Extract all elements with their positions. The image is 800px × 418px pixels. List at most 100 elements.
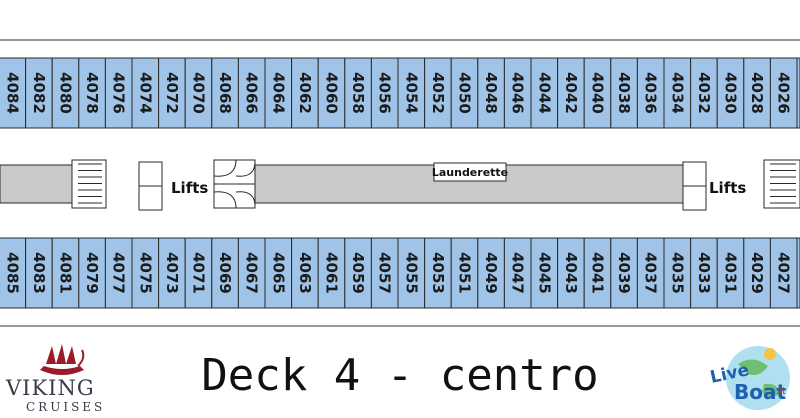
cabin-box — [583, 237, 612, 309]
cabin-number: 4059 — [349, 252, 367, 294]
cabin-number: 4026 — [775, 72, 793, 114]
cabin-4047: 4047 — [503, 237, 532, 309]
lift-shaft-right-icon — [682, 161, 707, 211]
cabin-box — [716, 57, 745, 129]
cabin-number: 4047 — [509, 252, 527, 294]
cabin-number: 4067 — [243, 252, 261, 294]
cabin-4077: 4077 — [104, 237, 133, 309]
cabin-box — [610, 237, 638, 309]
cabin-box — [291, 57, 319, 129]
deck-title: Deck 4 - centro — [201, 350, 599, 401]
cabin-4030: 4030 — [716, 57, 745, 129]
cabin-number: 4039 — [615, 252, 633, 294]
cabin-box — [0, 57, 27, 129]
cabin-box — [530, 237, 559, 309]
cabin-box — [743, 57, 771, 129]
cabin-number: 4062 — [296, 72, 314, 114]
cabin-number: 4030 — [722, 72, 740, 114]
cabin-4065: 4065 — [264, 237, 293, 309]
cabin-4044: 4044 — [530, 57, 559, 129]
cabin-number: 4082 — [30, 72, 48, 114]
cabin-4052: 4052 — [424, 57, 452, 129]
cabin-4054: 4054 — [397, 57, 426, 129]
cabin-4041: 4041 — [583, 237, 612, 309]
cabin-box — [663, 237, 692, 309]
cabin-number: 4038 — [615, 72, 633, 114]
cabin-4058: 4058 — [344, 57, 372, 129]
cabin-4045: 4045 — [530, 237, 559, 309]
cabin-number: 4051 — [456, 252, 474, 294]
cabin-number: 4083 — [30, 252, 48, 294]
cabin-4039: 4039 — [610, 237, 638, 309]
cabin-number: 4052 — [429, 72, 447, 114]
cabin-4038: 4038 — [610, 57, 638, 129]
cabin-4082: 4082 — [25, 57, 53, 129]
cabin-box — [51, 57, 80, 129]
cabin-box — [769, 57, 798, 129]
cabin-4056: 4056 — [370, 57, 399, 129]
launderette-label: Launderette — [432, 166, 508, 179]
cabin-box — [397, 237, 426, 309]
cabin-box — [690, 57, 718, 129]
cabin-4073: 4073 — [158, 237, 186, 309]
cabin-number: 4041 — [589, 252, 607, 294]
cabin-box — [211, 237, 239, 309]
cabin-number: 4035 — [668, 252, 686, 294]
cabin-number: 4050 — [456, 72, 474, 114]
cabin-box — [663, 57, 692, 129]
cabin-number: 4076 — [110, 72, 128, 114]
cabin-4075: 4075 — [131, 237, 160, 309]
cabin-box — [264, 57, 293, 129]
cabin-4048: 4048 — [477, 57, 505, 129]
cabin-number: 4044 — [535, 72, 553, 114]
cabin-box — [450, 57, 479, 129]
cabin-4062: 4062 — [291, 57, 319, 129]
cabin-number: 4029 — [748, 252, 766, 294]
cabin-4067: 4067 — [237, 237, 266, 309]
cabin-4049: 4049 — [477, 237, 505, 309]
globe-icon — [726, 346, 790, 410]
liveboat-tld-text: .it — [776, 386, 786, 397]
cabin-number: 4027 — [775, 252, 793, 294]
cabin-4085: 4085 — [0, 237, 27, 309]
stairs-right-icon — [763, 159, 800, 209]
viking-cruises-logo: VIKING CRUISES — [0, 340, 130, 418]
cabin-number: 4078 — [83, 72, 101, 114]
cruises-logo-text: CRUISES — [26, 400, 106, 414]
cabin-4072: 4072 — [158, 57, 186, 129]
cabin-4080: 4080 — [51, 57, 80, 129]
cabin-4057: 4057 — [370, 237, 399, 309]
cabin-number: 4048 — [482, 72, 500, 114]
cabin-box — [184, 57, 213, 129]
cabin-box — [503, 57, 532, 129]
cabin-number: 4085 — [3, 252, 21, 294]
cabin-4078: 4078 — [78, 57, 106, 129]
cabin-number: 4028 — [748, 72, 766, 114]
cabin-4084: 4084 — [0, 57, 27, 129]
cabin-4070: 4070 — [184, 57, 213, 129]
cabin-box — [370, 237, 399, 309]
cabin-4068: 4068 — [211, 57, 239, 129]
cabin-number: 4084 — [3, 72, 21, 114]
cabin-number: 4053 — [429, 252, 447, 294]
cabin-box — [78, 57, 106, 129]
cabin-4043: 4043 — [557, 237, 585, 309]
cabin-4034: 4034 — [663, 57, 692, 129]
cabin-4040: 4040 — [583, 57, 612, 129]
cabin-box — [344, 57, 372, 129]
cabin-number: 4074 — [136, 72, 154, 114]
cabin-4050: 4050 — [450, 57, 479, 129]
cabin-number: 4054 — [402, 72, 420, 114]
cabin-number: 4037 — [642, 252, 660, 294]
lifts-label-left: Lifts — [171, 179, 208, 197]
cabin-number: 4077 — [110, 252, 128, 294]
cabin-box — [477, 57, 505, 129]
cabin-box — [264, 237, 293, 309]
lift-shaft-left-icon — [138, 161, 163, 211]
cabin-4028: 4028 — [743, 57, 771, 129]
cabin-box — [237, 237, 266, 309]
cabin-number: 4075 — [136, 252, 154, 294]
cabin-4032: 4032 — [690, 57, 718, 129]
